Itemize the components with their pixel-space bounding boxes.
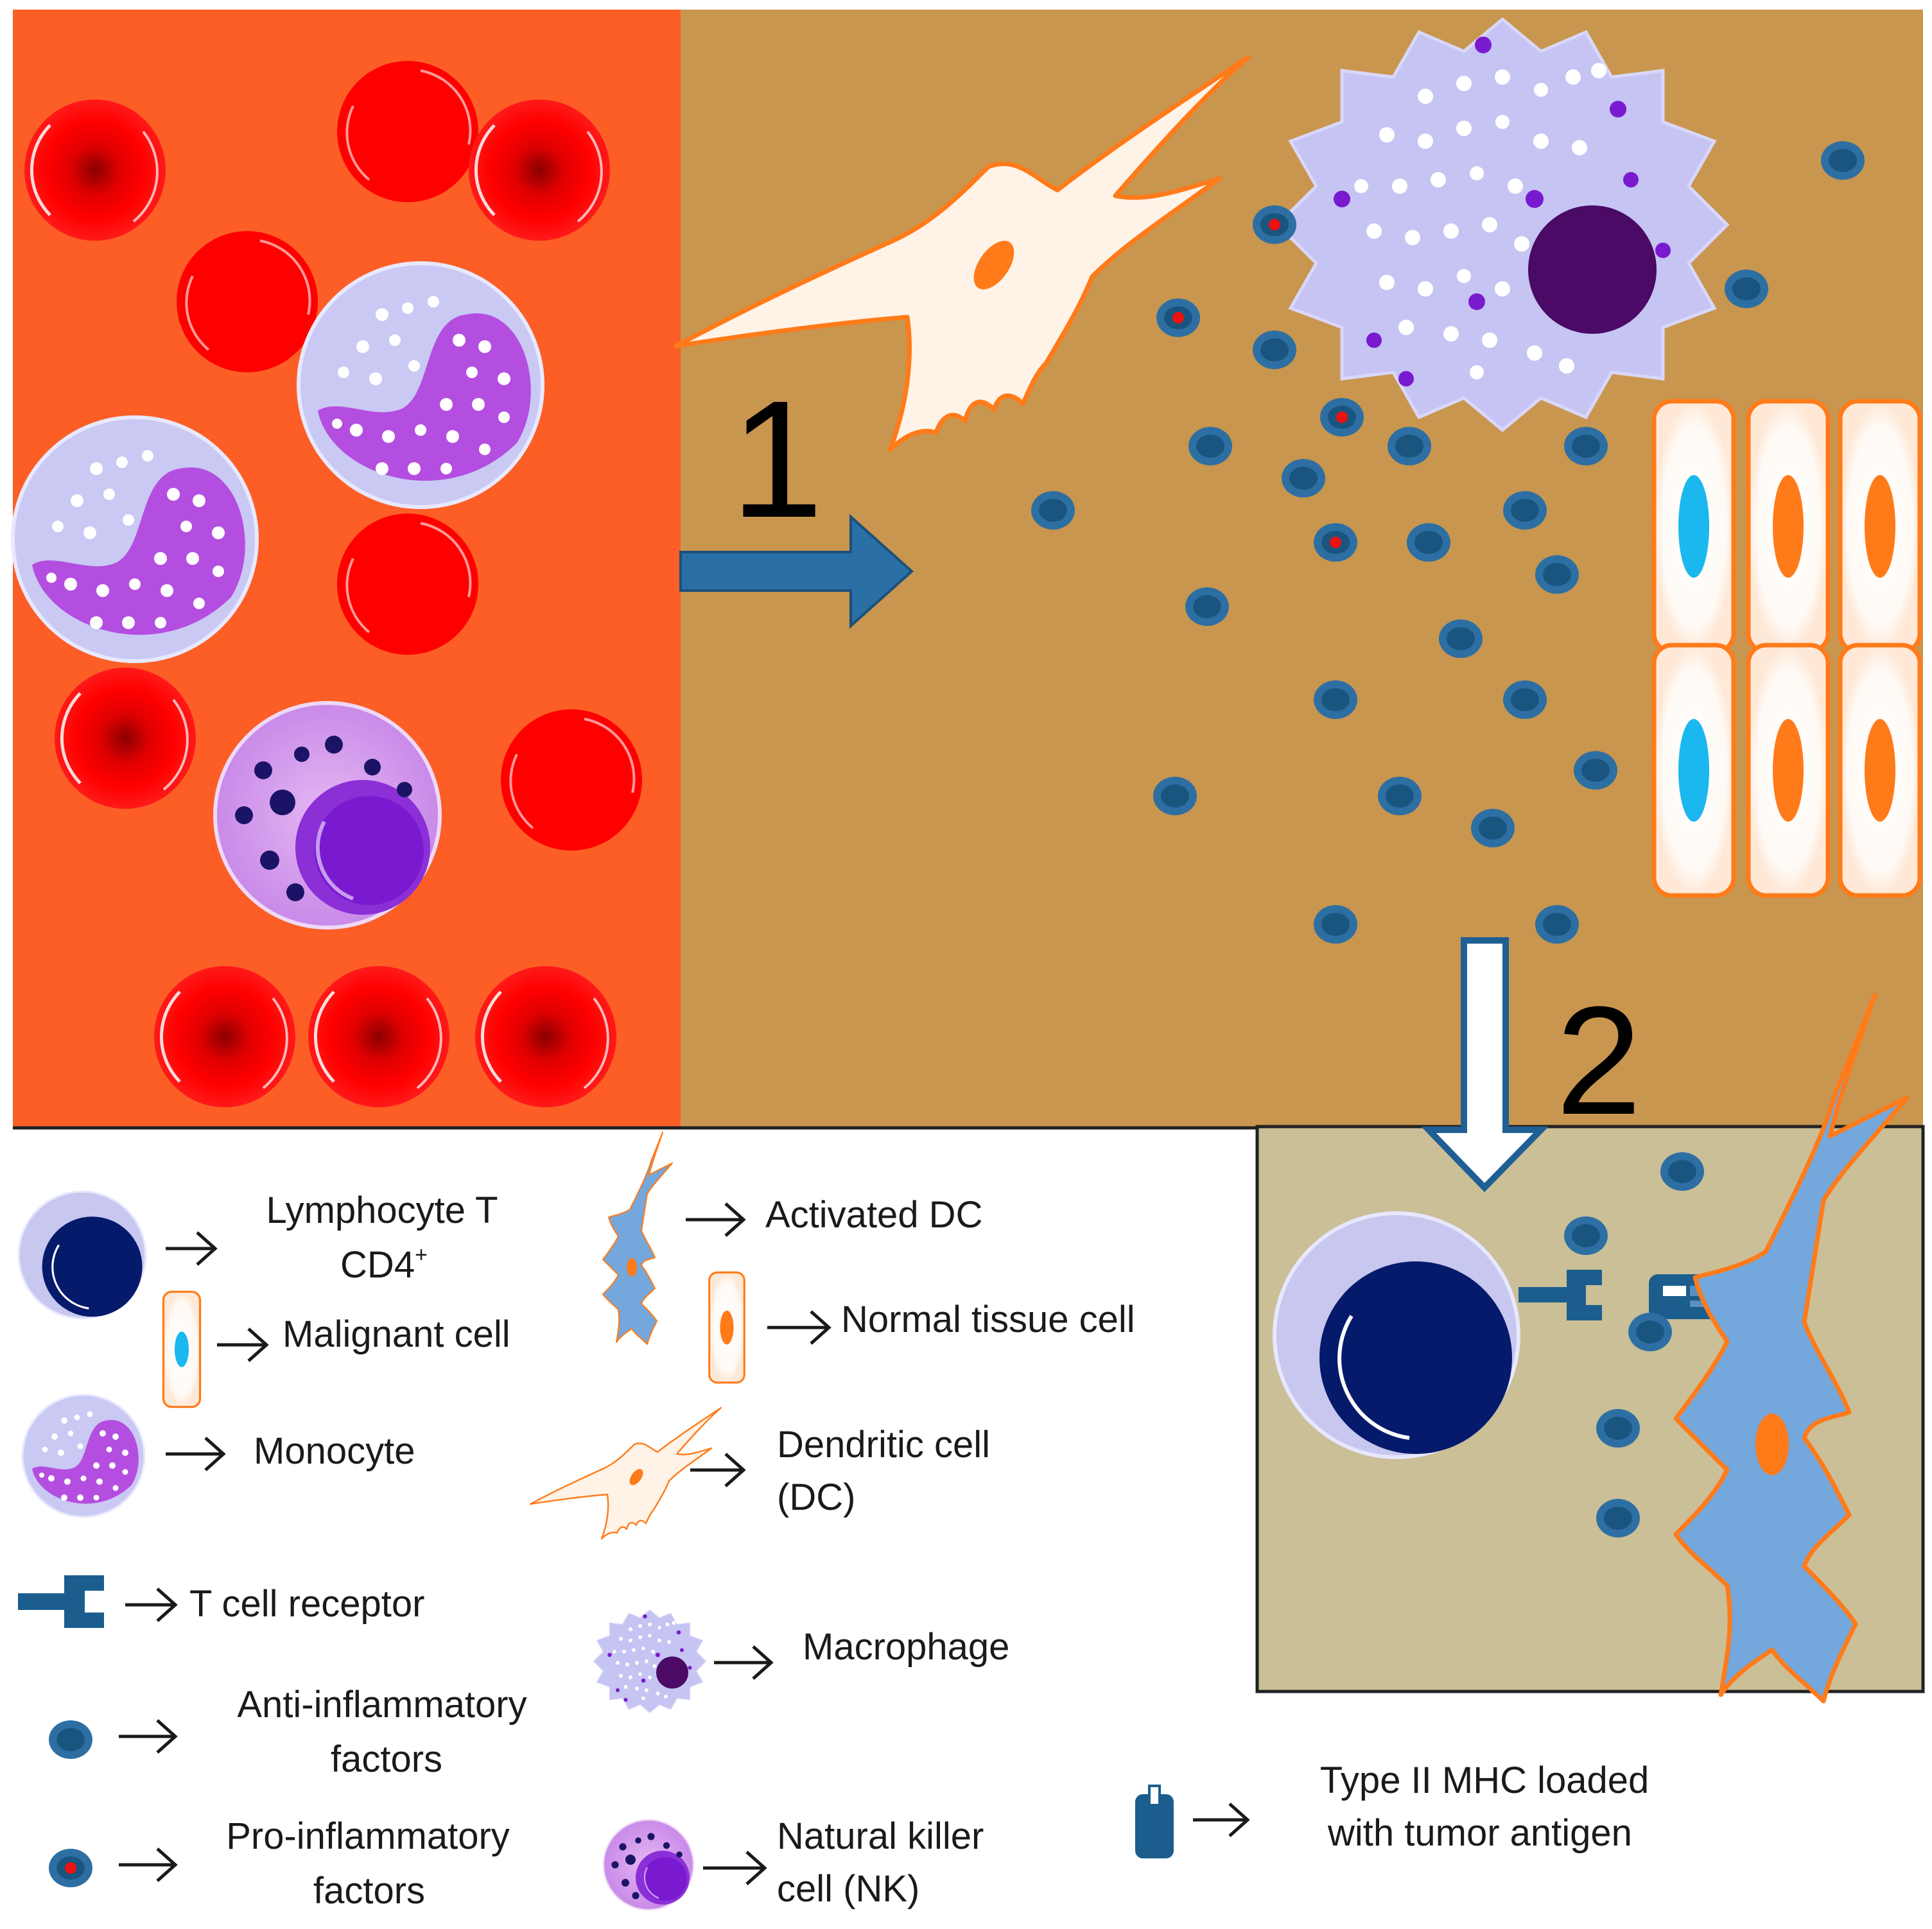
right-arrow-icon [767, 1310, 831, 1345]
legend-mhc-icon [1135, 1785, 1174, 1858]
lymphocyte-t-cd4-in-inset [1275, 1213, 1519, 1457]
tumor-and-tissue-cells [1654, 401, 1920, 895]
legend-lymphocyte-label-2: CD4+ [340, 1243, 428, 1286]
legend-dendritic-cell-icon [529, 1406, 722, 1540]
right-arrow-icon [217, 1328, 269, 1362]
legend-activated-dc-icon [602, 1131, 674, 1345]
legend: Lymphocyte T CD4+ Malignant cell Monocyt… [17, 1131, 1649, 1912]
legend-macrophage-label: Macrophage [803, 1626, 1009, 1668]
legend-normal-tissue-label: Normal tissue cell [841, 1299, 1135, 1340]
legend-pro-inflammatory-label-1: Pro-inflammatory [226, 1815, 510, 1857]
right-arrow-icon [119, 1847, 178, 1882]
monocyte-in-vessel [13, 417, 257, 661]
right-arrow-icon [125, 1587, 178, 1622]
right-arrow-icon [690, 1453, 746, 1487]
legend-nk-icon [602, 1819, 695, 1911]
legend-mhc-label-2: with tumor antigen [1327, 1812, 1632, 1854]
t-cell-receptor-in-inset [1519, 1270, 1602, 1320]
natural-killer-cell-in-vessel [215, 703, 440, 928]
legend-nk-label-1: Natural killer [777, 1815, 984, 1857]
step-2-label: 2 [1556, 974, 1641, 1146]
legend-monocyte-icon [21, 1394, 146, 1518]
right-arrow-icon [166, 1437, 226, 1471]
legend-dendritic-cell-label-1: Dendritic cell [777, 1424, 990, 1466]
legend-lymphocyte-label-1: Lymphocyte T [266, 1189, 498, 1231]
legend-anti-inflammatory-label-2: factors [331, 1738, 442, 1780]
legend-lymphocyte-icon [17, 1190, 147, 1320]
malignant-nucleus [1678, 475, 1709, 578]
normal-nucleus [1865, 475, 1895, 578]
legend-anti-inflammatory-label-1: Anti-inflammatory [237, 1684, 527, 1726]
monocyte-in-vessel [299, 263, 543, 507]
right-arrow-icon [119, 1719, 178, 1754]
legend-malignant-label: Malignant cell [283, 1313, 510, 1355]
right-arrow-icon [714, 1645, 774, 1680]
step-2-arrow [1421, 937, 1549, 1193]
legend-normal-tissue-icon [708, 1271, 745, 1384]
right-arrow-icon [703, 1851, 767, 1885]
legend-pro-inflammatory-icon [49, 1849, 92, 1887]
normal-nucleus [1773, 719, 1804, 822]
legend-monocyte-label: Monocyte [254, 1430, 415, 1472]
macrophage-in-tissue [1278, 19, 1727, 430]
legend-t-cell-receptor-icon [18, 1575, 104, 1628]
step-1-label: 1 [731, 367, 824, 553]
normal-nucleus [1773, 475, 1804, 578]
legend-macrophage-icon [593, 1609, 707, 1713]
legend-anti-inflammatory-icon [49, 1720, 92, 1759]
malignant-nucleus [1678, 719, 1709, 822]
right-arrow-icon [166, 1231, 218, 1266]
legend-activated-dc-label: Activated DC [765, 1194, 982, 1236]
legend-t-cell-receptor-label: T cell receptor [189, 1583, 424, 1625]
legend-pro-inflammatory-label-2: factors [313, 1870, 425, 1912]
legend-dendritic-cell-label-2: (DC) [777, 1476, 855, 1518]
legend-mhc-label-1: Type II MHC loaded [1320, 1760, 1649, 1801]
right-arrow-icon [686, 1202, 746, 1237]
step-1-arrow [679, 514, 914, 629]
right-arrow-icon [1193, 1803, 1250, 1837]
legend-nk-label-2: cell (NK) [777, 1868, 919, 1910]
normal-nucleus [1865, 719, 1895, 822]
legend-malignant-icon [162, 1290, 202, 1408]
